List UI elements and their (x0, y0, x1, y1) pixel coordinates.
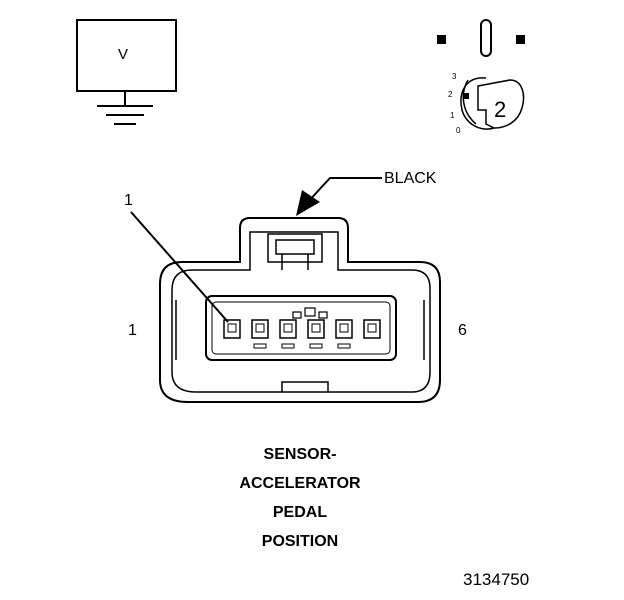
title-line: ACCELERATOR (239, 475, 361, 492)
ground-symbol (97, 91, 153, 125)
connector-body (159, 217, 441, 403)
voltmeter-label: V (118, 46, 129, 63)
key-position-number: 2 (494, 97, 507, 122)
title-line: SENSOR- (263, 446, 337, 463)
title-line: POSITION (261, 533, 339, 550)
title-line: PEDAL (272, 504, 328, 521)
pin-label-left: 1 (128, 322, 137, 339)
key-scale-label: 3 (452, 72, 457, 81)
terminal-pin (223, 319, 241, 339)
pin-label-right: 6 (458, 322, 467, 339)
key-slot-icon (437, 19, 525, 57)
pin-callout-label: 1 (124, 192, 133, 209)
key-scale-label: 0 (456, 126, 461, 135)
component-title: SENSOR- ACCELERATOR PEDAL POSITION (200, 440, 400, 556)
connector-color-label: BLACK (384, 170, 437, 187)
pin-callout-leader (130, 211, 229, 323)
terminal-pins (223, 319, 381, 349)
terminal-pin (279, 319, 297, 349)
terminal-pin (335, 319, 353, 349)
key-scale-label: 1 (450, 111, 455, 120)
key-scale-label: 2 (448, 90, 453, 99)
terminal-pin (251, 319, 269, 349)
terminal-pin (307, 319, 325, 349)
color-leader-arrow (296, 177, 382, 216)
figure-number: 3134750 (463, 570, 530, 589)
terminal-pin (363, 319, 381, 339)
ignition-switch-icon (460, 77, 525, 130)
voltmeter-box (76, 19, 177, 92)
